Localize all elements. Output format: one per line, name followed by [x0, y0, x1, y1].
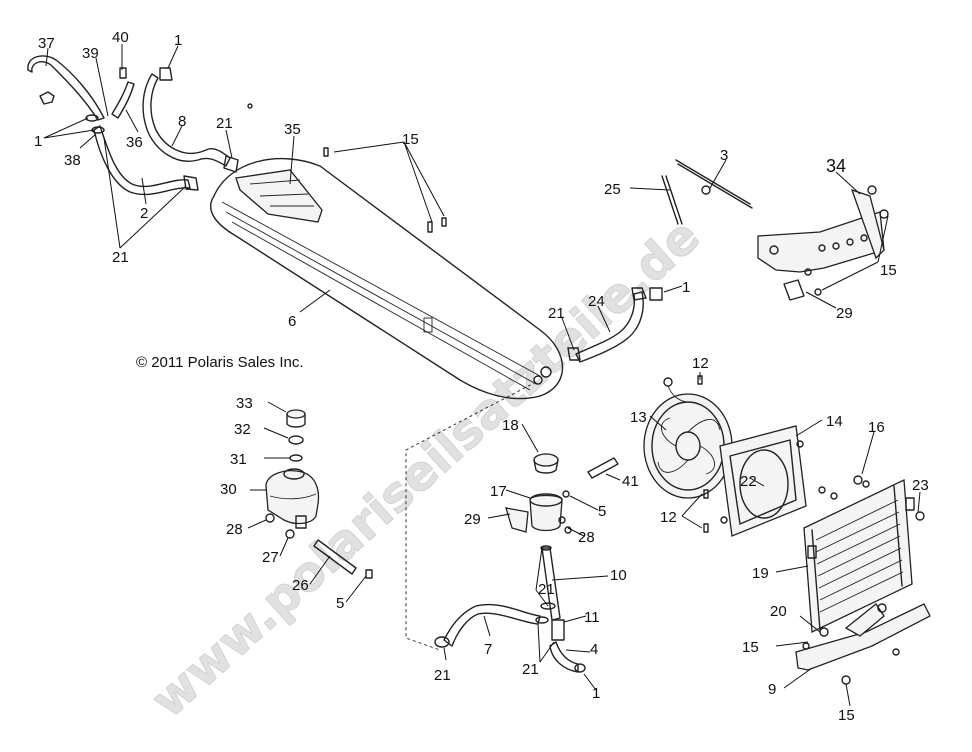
- callout-4: 4: [590, 641, 598, 658]
- callout-7: 7: [484, 641, 492, 658]
- fan-assembly: [643, 377, 733, 499]
- callout-25: 25: [604, 181, 621, 198]
- callout-10: 10: [610, 567, 627, 584]
- callout-5: 5: [336, 595, 344, 612]
- callout-30: 30: [220, 481, 237, 498]
- callout-32: 32: [234, 421, 251, 438]
- callout-12: 12: [660, 509, 677, 526]
- callout-19: 19: [752, 565, 769, 582]
- callout-5: 5: [598, 503, 606, 520]
- callout-33: 33: [236, 395, 253, 412]
- lower-hoses: [434, 545, 586, 673]
- dashed-connection-line: [405, 381, 537, 651]
- callout-15: 15: [838, 707, 855, 724]
- coolant-reservoir: [265, 409, 373, 579]
- callout-12: 12: [692, 355, 709, 372]
- rod-3-25: [661, 159, 753, 225]
- callout-21: 21: [112, 249, 129, 266]
- fasteners-12: [697, 375, 709, 533]
- hose-37-assembly: [27, 55, 239, 196]
- callout-39: 39: [82, 45, 99, 62]
- callout-36: 36: [126, 134, 143, 151]
- callout-28: 28: [226, 521, 243, 538]
- callout-29: 29: [464, 511, 481, 528]
- callout-8: 8: [178, 113, 186, 130]
- callout-34: 34: [826, 156, 846, 176]
- callout-38: 38: [64, 152, 81, 169]
- callout-41: 41: [622, 473, 639, 490]
- hose-24: [567, 287, 663, 363]
- callout-28: 28: [578, 529, 595, 546]
- callout-1: 1: [682, 279, 690, 296]
- copyright-notice: © 2011 Polaris Sales Inc.: [136, 354, 304, 371]
- callout-37: 37: [38, 35, 55, 52]
- callout-15: 15: [402, 131, 419, 148]
- callout-21: 21: [522, 661, 539, 678]
- callout-3: 3: [720, 147, 728, 164]
- callout-17: 17: [490, 483, 507, 500]
- callout-11: 11: [584, 609, 600, 626]
- bracket-34: [757, 185, 889, 301]
- leader-lines: [43, 44, 921, 707]
- callout-21: 21: [216, 115, 233, 132]
- callout-2: 2: [140, 205, 148, 222]
- callout-22: 22: [740, 473, 757, 490]
- shroud-14: [719, 425, 807, 537]
- radiator-bracket-9: [795, 603, 931, 685]
- callout-15: 15: [880, 262, 897, 279]
- callout-40: 40: [112, 29, 129, 46]
- radiator-19: [803, 475, 925, 633]
- callout-15: 15: [742, 639, 759, 656]
- callout-labels: 37 40 1 39 1 36 38 8 21 35 15 2 21 6 3 2…: [34, 29, 929, 724]
- callout-16: 16: [868, 419, 885, 436]
- callout-14: 14: [826, 413, 843, 430]
- callout-31: 31: [230, 451, 247, 468]
- coolant-tube-assembly: [209, 157, 564, 400]
- callout-1: 1: [34, 133, 42, 150]
- callout-29: 29: [836, 305, 853, 322]
- callout-1: 1: [592, 685, 600, 702]
- callout-20: 20: [770, 603, 787, 620]
- callout-26: 26: [292, 577, 309, 594]
- callout-23: 23: [912, 477, 929, 494]
- callout-18: 18: [502, 417, 519, 434]
- callout-1: 1: [174, 32, 182, 49]
- callout-35: 35: [284, 121, 301, 138]
- callout-21: 21: [538, 581, 555, 598]
- callout-21: 21: [434, 667, 451, 684]
- callout-9: 9: [768, 681, 776, 698]
- callout-6: 6: [288, 313, 296, 330]
- fasteners-15-top: [247, 103, 447, 233]
- callout-27: 27: [262, 549, 279, 566]
- filler-neck-assembly: [505, 453, 619, 534]
- callout-24: 24: [588, 293, 605, 310]
- watermark: www.polariseilsatzteile.de: [141, 208, 711, 729]
- callout-21: 21: [548, 305, 565, 322]
- callout-13: 13: [630, 409, 647, 426]
